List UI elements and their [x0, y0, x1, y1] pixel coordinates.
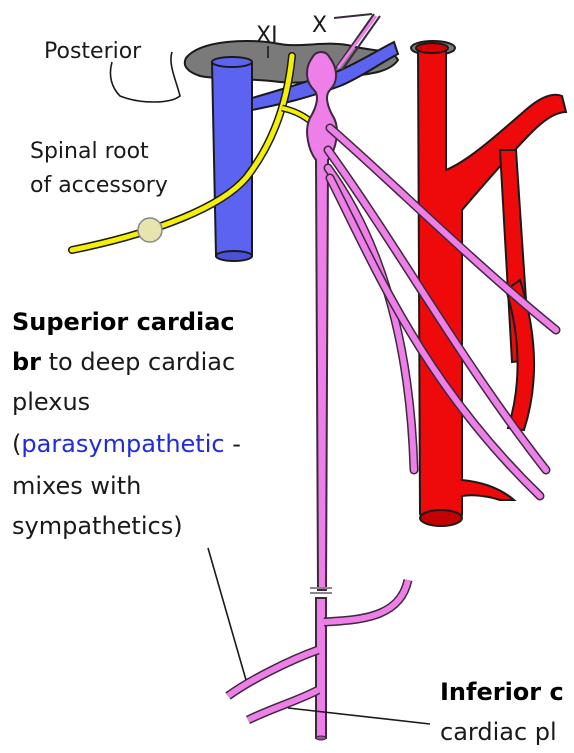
cervical-ganglion	[138, 218, 162, 242]
label-parasympathetic-line: (parasympathetic -	[12, 430, 241, 458]
parasympathetic-link[interactable]: parasympathetic	[21, 430, 224, 458]
label-mixes-with: mixes with	[12, 472, 141, 500]
label-spinal-root-2: of accessory	[30, 173, 168, 198]
label-plexus: plexus	[12, 388, 90, 416]
label-sympathetics: sympathetics)	[12, 512, 183, 540]
label-spinal-root-1: Spinal root	[30, 139, 149, 164]
parasympathetic-dash: -	[225, 430, 241, 458]
label-cardiac-pl: cardiac pl	[440, 718, 557, 746]
label-x: X	[312, 13, 327, 38]
paren-open: (	[12, 430, 21, 458]
superior-cardiac-br: br	[12, 348, 41, 376]
superior-cardiac-to-deep: to deep cardiac	[41, 348, 235, 376]
label-superior-cardiac-2: br to deep cardiac	[12, 348, 235, 376]
label-inferior-cardiac: Inferior c	[440, 678, 564, 706]
superior-cardiac-leader	[208, 548, 246, 680]
label-xi: XI	[256, 23, 278, 48]
label-posterior: Posterior	[44, 39, 142, 64]
label-superior-cardiac-1: Superior cardiac	[12, 308, 235, 336]
carotid-artery	[416, 43, 566, 526]
inferior-cardiac-leader	[288, 708, 430, 724]
